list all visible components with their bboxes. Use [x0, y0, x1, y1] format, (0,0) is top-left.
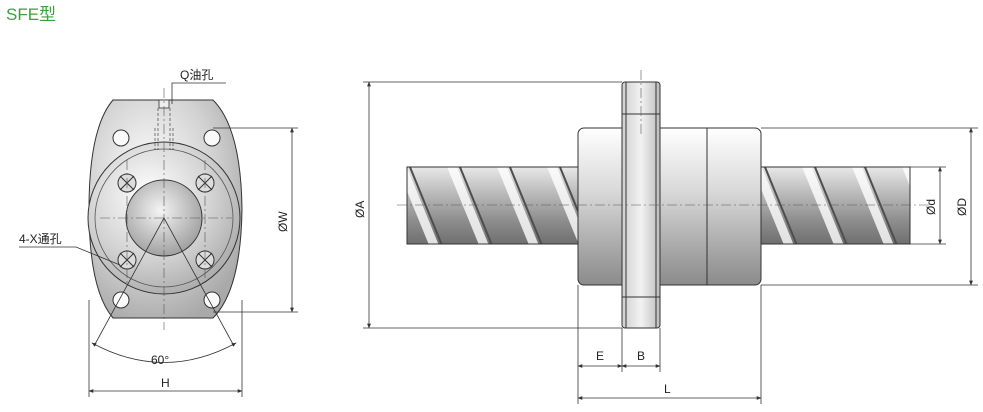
- b-label: B: [637, 349, 645, 363]
- dia-d-large-label: ØD: [955, 198, 969, 216]
- mount-hole-label: 4-X通孔: [19, 232, 62, 246]
- angle-arc: [91, 342, 237, 363]
- page-title: SFE型: [6, 5, 56, 24]
- angle-label: 60°: [151, 353, 169, 367]
- e-label: E: [596, 349, 604, 363]
- dia-w-label: ØW: [276, 211, 290, 232]
- dia-a-label: ØA: [353, 201, 367, 218]
- l-label: L: [664, 382, 671, 396]
- oil-hole-label: Q油孔: [180, 68, 213, 82]
- mount-hole-leader: [19, 246, 121, 266]
- angle-ray-right: [163, 217, 235, 347]
- front-view: Q油孔 4-X通孔 ØW 60° H: [19, 68, 298, 397]
- oil-hole-leader: [171, 82, 226, 104]
- mount-hole-top-left: [112, 129, 130, 147]
- width-label: H: [161, 376, 170, 390]
- side-view: ØA Ød ØD E B L: [353, 70, 978, 404]
- nut-body: [577, 127, 762, 286]
- mount-hole-top-right: [203, 129, 221, 147]
- dia-d-small-label: Ød: [924, 199, 938, 215]
- angle-ray-left: [93, 217, 165, 347]
- mount-hole-bottom-right: [203, 291, 221, 309]
- mount-hole-bottom-left: [112, 291, 130, 309]
